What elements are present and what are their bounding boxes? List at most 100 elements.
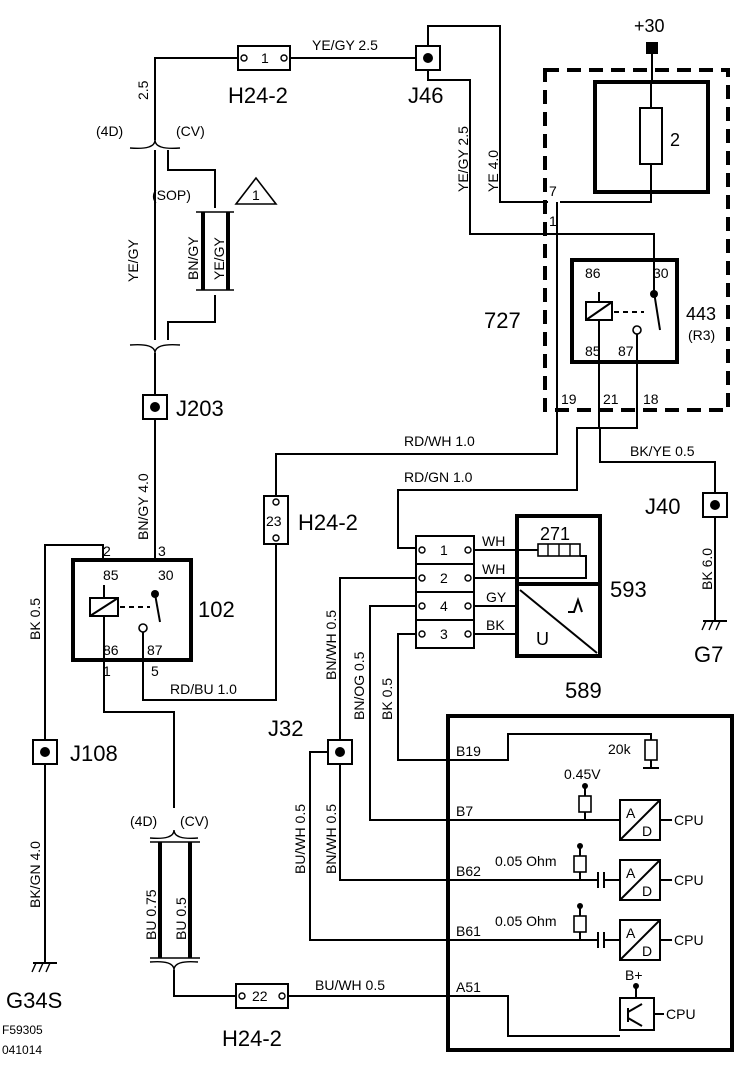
slot-2: 2 xyxy=(440,570,448,586)
ecu-pin-a51: A51 xyxy=(456,979,481,995)
slot-4: 4 xyxy=(440,598,448,614)
wire-rd-bu: RD/BU 1.0 xyxy=(170,681,237,697)
resistor-20k-icon xyxy=(644,739,658,761)
variant-cv-bot: (CV) xyxy=(180,813,209,829)
wire-rd-gn: RD/GN 1.0 xyxy=(404,469,473,485)
wire-bu-0-75: BU 0.75 xyxy=(143,889,159,940)
relay443-pin85: 85 xyxy=(585,343,601,359)
fuse-number: 2 xyxy=(670,130,680,150)
ecu-pin-b7: B7 xyxy=(456,803,473,819)
wire-ye-gy-sop: YE/GY xyxy=(211,237,227,280)
wire-rd-wh: RD/WH 1.0 xyxy=(404,433,475,449)
comp-589-label: 589 xyxy=(565,678,602,703)
ecu-pin-b19: B19 xyxy=(456,743,481,759)
relay443-pin86: 86 xyxy=(585,265,601,281)
pin-19: 19 xyxy=(561,391,577,407)
svg-text:A: A xyxy=(626,925,636,941)
svg-text:A: A xyxy=(626,865,636,881)
bias-voltage: 0.45V xyxy=(564,766,601,782)
h24-top-pin: 1 xyxy=(261,50,269,66)
wire-bn-og: BN/OG 0.5 xyxy=(351,651,367,720)
output-driver-icon xyxy=(619,997,655,1031)
g7-label: G7 xyxy=(694,642,723,667)
supply-label: +30 xyxy=(634,16,665,36)
relay443-pin87: 87 xyxy=(618,343,634,359)
j108-label: J108 xyxy=(70,741,118,766)
j203-label: J203 xyxy=(176,396,224,421)
relay-102 xyxy=(71,558,193,662)
wire-bk-0-5-left: BK 0.5 xyxy=(27,598,43,640)
shunt-2: 0.05 Ohm xyxy=(495,913,556,929)
pin-circles xyxy=(418,546,472,638)
relay102-pin86: 86 xyxy=(103,642,119,658)
wire-bn-gy-4-0: BN/GY 4.0 xyxy=(135,473,151,540)
connector-h24-mid: 23 xyxy=(263,495,289,545)
wire-ye-gy-vert: YE/GY 2.5 xyxy=(455,126,471,192)
wire-bu-wh-bottom: BU/WH 0.5 xyxy=(315,977,385,993)
slot-1: 1 xyxy=(440,542,448,558)
wire-bu-wh-vert: BU/WH 0.5 xyxy=(292,804,308,874)
shunt-1: 0.05 Ohm xyxy=(495,853,556,869)
svg-text:D: D xyxy=(642,943,652,959)
j32-label: J32 xyxy=(268,716,303,741)
h24-bot-label: H24-2 xyxy=(222,1026,282,1051)
relay102-label: 102 xyxy=(198,597,235,622)
h24-top-label: H24-2 xyxy=(228,83,288,108)
pin-1: 1 xyxy=(549,213,557,229)
wire-bk-0-5-mid: BK 0.5 xyxy=(379,678,395,720)
supply-terminal xyxy=(646,42,658,54)
triangle-note: 1 xyxy=(252,187,260,203)
wire-top-feed xyxy=(129,57,428,398)
svg-text:D: D xyxy=(642,883,652,899)
splice-j32 xyxy=(327,739,353,765)
splice-j40 xyxy=(702,492,728,518)
slot-3: 3 xyxy=(440,626,448,642)
wire-bk-6-0: BK 6.0 xyxy=(699,548,715,590)
wire-bk: BK xyxy=(486,617,505,633)
g34s-label: G34S xyxy=(6,988,62,1013)
ecu-pin-b61: B61 xyxy=(456,923,481,939)
comp-271-label: 271 xyxy=(540,524,570,544)
splice-j46 xyxy=(415,45,441,71)
relay102-pin2: 2 xyxy=(103,543,111,559)
ground-g7-icon xyxy=(701,620,727,631)
relay102-pin85: 85 xyxy=(103,567,119,583)
wire-bu-0-5: BU 0.5 xyxy=(173,897,189,940)
lambda-icon xyxy=(568,596,583,613)
h24-mid-pin: 23 xyxy=(266,513,282,529)
bplus-label: B+ xyxy=(625,967,643,983)
h24-bot-pin: 22 xyxy=(252,988,268,1004)
warning-triangle-icon xyxy=(234,176,278,205)
j46-label: J46 xyxy=(408,83,443,108)
ecu-pin-b62: B62 xyxy=(456,863,481,879)
relay102-pin5: 5 xyxy=(151,663,159,679)
wire-wh1: WH xyxy=(482,533,505,549)
adc-b7: A D xyxy=(619,799,661,841)
pin-21: 21 xyxy=(603,391,619,407)
wire-2-5: 2.5 xyxy=(135,80,151,100)
ecu-box xyxy=(446,714,734,1052)
connector-h24-bot: 22 xyxy=(235,983,289,1009)
wire-ye-gy-2-5: YE/GY 2.5 xyxy=(312,37,378,53)
wire-ye-4-0: YE 4.0 xyxy=(485,150,501,192)
splice-j108 xyxy=(32,739,58,765)
j40-label: J40 xyxy=(645,494,680,519)
relay102-pin87: 87 xyxy=(147,642,163,658)
cpu-3: CPU xyxy=(674,932,704,948)
adc-b61: A D xyxy=(619,919,661,961)
ground-g34s-icon xyxy=(31,962,57,973)
svg-text:D: D xyxy=(642,823,652,839)
relay-443 xyxy=(570,258,679,364)
wire-bk-gn: BK/GN 4.0 xyxy=(27,841,43,908)
wire-bn-wh-upper: BN/WH 0.5 xyxy=(323,610,339,680)
pin-7: 7 xyxy=(549,183,557,199)
relay443-label: 443 xyxy=(686,304,716,324)
module-box-727 xyxy=(543,68,730,412)
wire-bn-wh-lower: BN/WH 0.5 xyxy=(323,804,339,874)
variant-4d-bot: (4D) xyxy=(130,813,157,829)
variant-4d-top: (4D) xyxy=(96,123,123,139)
pin-18: 18 xyxy=(643,391,659,407)
adc-b62: A D xyxy=(619,859,661,901)
